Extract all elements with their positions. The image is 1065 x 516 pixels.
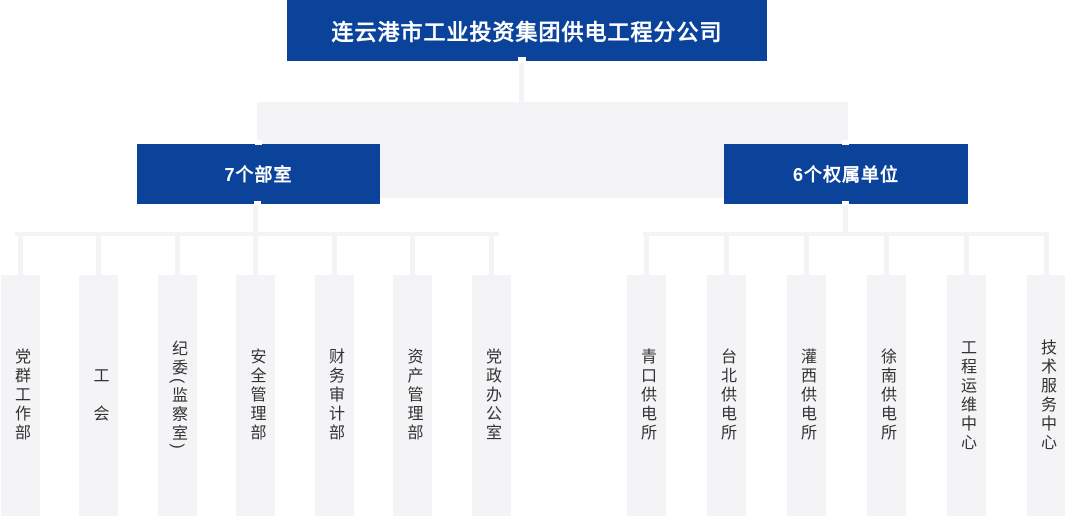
leaf-node-label: 青口供电所: [638, 348, 655, 443]
leaf-node: 青口供电所: [626, 275, 666, 516]
leaf-node-label: 工程运维中心: [958, 338, 975, 453]
leaf-node: 安全管理部: [236, 275, 275, 516]
connector-branch-drop-left: [253, 204, 258, 236]
connector-leaf-drop: [963, 232, 969, 275]
leaf-node-label: 技术服务中心: [1038, 338, 1055, 453]
connector-notch: [255, 140, 262, 145]
leaf-node: 工程运维中心: [946, 275, 986, 516]
connector-leaf-drop: [331, 232, 337, 275]
branch-node-departments: 7个部室: [137, 144, 380, 204]
leaf-node: 党群工作部: [0, 275, 40, 516]
connector-leaf-drop: [253, 232, 258, 275]
branch-node-units: 6个权属单位: [724, 144, 968, 204]
connector-notch: [254, 201, 261, 205]
connector-branch-drop-right: [843, 204, 848, 236]
leaf-node: 台北供电所: [706, 275, 746, 516]
branch-node-departments-label: 7个部室: [224, 165, 293, 185]
leaf-node: 灌西供电所: [786, 275, 826, 516]
connector-notch: [518, 57, 526, 63]
connector-leaf-drop: [96, 232, 101, 275]
branch-node-units-label: 6个权属单位: [792, 165, 899, 185]
connector-notch: [842, 140, 849, 145]
root-node: 连云港市工业投资集团供电工程分公司: [287, 0, 767, 61]
root-node-title: 连云港市工业投资集团供电工程分公司: [331, 19, 723, 45]
leaf-node: 资产管理部: [393, 275, 432, 516]
leaf-node-label: 党政办公室: [483, 348, 500, 443]
connector-leaf-drop: [723, 232, 729, 275]
connector-notch: [842, 201, 849, 205]
connector-leaf-drop: [488, 232, 494, 275]
leaf-node-label: 财务审计部: [326, 348, 343, 443]
connector-leaf-drop: [410, 232, 415, 275]
leaf-node-label: 纪委(监察室): [169, 339, 186, 452]
leaf-node: 工 会: [79, 275, 118, 516]
connector-leaf-drop: [174, 232, 180, 275]
connector-rail-right: [643, 232, 1049, 236]
leaf-node-label: 徐南供电所: [878, 348, 895, 443]
leaf-node-label: 党群工作部: [12, 348, 29, 443]
leaf-node: 财务审计部: [314, 275, 354, 516]
connector-leaf-drop: [803, 232, 809, 275]
leaf-node-label: 资产管理部: [404, 348, 422, 443]
connector-root-drop: [519, 61, 524, 103]
leaf-node-label: 台北供电所: [718, 348, 735, 443]
connector-leaf-drop: [883, 232, 889, 275]
leaf-node-label: 工 会: [90, 367, 108, 424]
leaf-node-label: 安全管理部: [247, 348, 265, 443]
leaf-node-label: 灌西供电所: [798, 348, 815, 443]
connector-leaf-drop: [1043, 232, 1049, 275]
leaf-node: 技术服务中心: [1026, 275, 1065, 516]
leaf-node: 纪委(监察室): [157, 275, 197, 516]
connector-leaf-drop: [17, 232, 23, 275]
leaf-node: 党政办公室: [471, 275, 511, 516]
leaf-node: 徐南供电所: [866, 275, 906, 516]
connector-leaf-drop: [643, 232, 649, 275]
